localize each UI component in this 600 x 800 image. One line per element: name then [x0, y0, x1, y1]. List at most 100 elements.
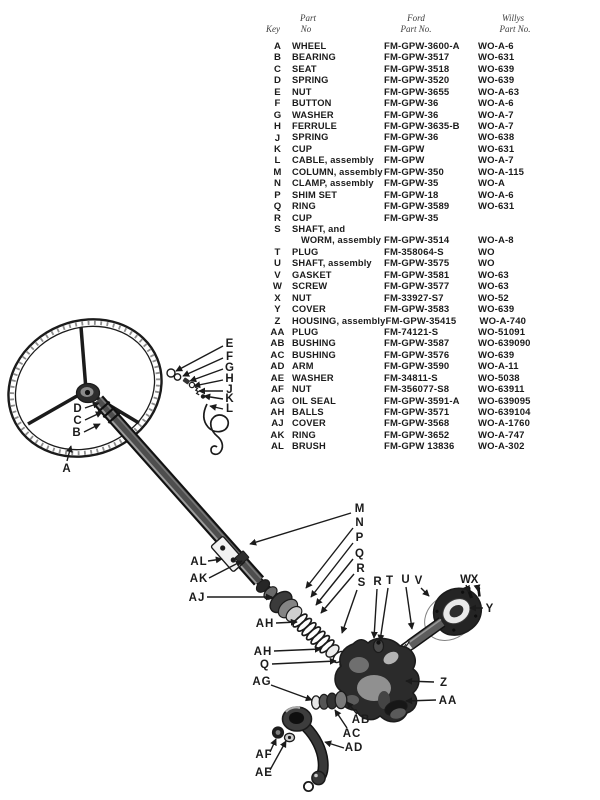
- cell-key: P: [274, 189, 281, 201]
- cell-key: X: [274, 292, 281, 304]
- part-label-N-12: N: [355, 517, 364, 529]
- pitman-arm-drawing: [281, 706, 329, 793]
- callout-arrow-AG-32: [270, 684, 313, 702]
- callout-arrow-A-0: [66, 445, 73, 462]
- cell-ford-no: FM-GPW-35415: [385, 315, 457, 327]
- callout-arrow-V-20: [420, 587, 430, 597]
- cell-key: T: [274, 246, 281, 258]
- callout-arrow-H-7: [193, 379, 224, 389]
- cell-part-name: CUP: [292, 212, 313, 223]
- part-label-T-18: T: [386, 575, 394, 587]
- cell-willys-no: WO: [478, 246, 495, 258]
- cell-key: AD: [270, 361, 285, 373]
- cell-part-name: NUT: [292, 86, 312, 97]
- cell-key: N: [273, 178, 282, 190]
- callout-arrow-Q-31: [271, 657, 337, 665]
- part-label-S-16: S: [358, 577, 367, 589]
- col-header-part-2: No: [300, 24, 312, 34]
- cell-willys-no: WO-639095: [478, 395, 531, 407]
- cell-ford-no: FM-33927-S7: [384, 292, 444, 304]
- cell-ford-no: FM-GPW-3590: [384, 361, 450, 373]
- cell-ford-no: FM-74121-S: [384, 326, 439, 338]
- cell-key: S: [274, 224, 281, 235]
- callout-arrow-N-12: [305, 527, 354, 589]
- worm-bearing-parts-drawing: [310, 690, 348, 710]
- cell-key: W: [272, 281, 283, 293]
- cell-ford-no: FM-GPW 13836: [384, 441, 455, 453]
- cell-key: AK: [270, 429, 285, 441]
- cell-ford-no: FM-GPW-3587: [384, 338, 450, 350]
- cell-key: AH: [270, 407, 285, 419]
- cell-willys-no: WO-A-6: [478, 189, 514, 201]
- callout-arrow-W-21: [463, 584, 470, 593]
- part-label-Q-14: Q: [355, 548, 365, 560]
- cell-willys-no: WO: [478, 258, 495, 270]
- cell-ford-no: FM-GPW-3577: [384, 281, 450, 293]
- part-label-AD-35: AD: [345, 742, 364, 754]
- cell-key: J: [274, 132, 281, 144]
- cell-key: Z: [274, 315, 281, 327]
- cell-key: F: [274, 98, 281, 110]
- cell-willys-no: WO-A-8: [478, 235, 514, 247]
- cell-part-name: COLUMN, assembly: [292, 166, 383, 177]
- callout-arrow-AL-26: [207, 556, 223, 564]
- cell-key: AC: [270, 349, 285, 361]
- callout-arrow-C-2: [84, 411, 103, 421]
- cell-key: AF: [270, 384, 285, 396]
- cell-key: AE: [270, 372, 285, 384]
- cell-ford-no: FM-GPW: [384, 155, 425, 167]
- cell-part-name: BEARING: [292, 52, 336, 63]
- part-label-R-17: R: [373, 576, 382, 588]
- cell-key: L: [274, 155, 281, 167]
- part-label-AL-26: AL: [190, 556, 207, 568]
- part-label-AA-25: AA: [439, 695, 458, 707]
- cell-willys-no: WO-63911: [478, 384, 525, 396]
- cell-part-name: CUP: [292, 143, 313, 154]
- col-header-willys-1: Willys: [502, 13, 524, 23]
- cell-part-name: COVER: [292, 418, 326, 429]
- cell-part-name-line2: WORM, assembly: [301, 235, 382, 246]
- horn-button-parts-drawing: [166, 368, 230, 456]
- cell-willys-no: WO-A-6: [478, 98, 514, 110]
- cell-key: Y: [274, 304, 281, 316]
- part-label-J-8: J: [226, 384, 233, 396]
- cell-willys-no: WO-A-6: [478, 40, 514, 52]
- cell-ford-no: FM-GPW-3514: [384, 235, 450, 247]
- wheel-spoke: [27, 390, 85, 426]
- callout-arrow-AC-34: [334, 709, 348, 729]
- callout-arrow-AF-36: [269, 738, 277, 753]
- cell-part-name: BRUSH: [292, 441, 326, 452]
- cell-willys-no: WO-A-7: [478, 155, 514, 167]
- cell-part-name: SHIM SET: [292, 189, 338, 200]
- cell-ford-no: FM-GPW-3520: [384, 75, 450, 87]
- part-label-B-1: B: [72, 427, 81, 439]
- callout-arrow-Z-24: [405, 677, 435, 685]
- cell-part-name: GASKET: [292, 269, 332, 280]
- horn-cable: [202, 403, 230, 456]
- callout-arrow-AD-35: [324, 740, 345, 749]
- part-label-G-6: G: [225, 362, 235, 374]
- part-label-H-7: H: [225, 373, 234, 385]
- cell-part-name: CLAMP, assembly: [292, 178, 374, 189]
- arm-nut-washer-drawing: [271, 726, 296, 743]
- cell-part-name: OIL SEAL: [292, 395, 336, 406]
- callout-arrow-M-11: [249, 512, 352, 546]
- cell-key: Q: [273, 201, 282, 213]
- cell-willys-no: WO-A-63: [478, 86, 520, 98]
- cell-part-name: SCREW: [292, 281, 328, 292]
- cell-key: V: [274, 269, 281, 281]
